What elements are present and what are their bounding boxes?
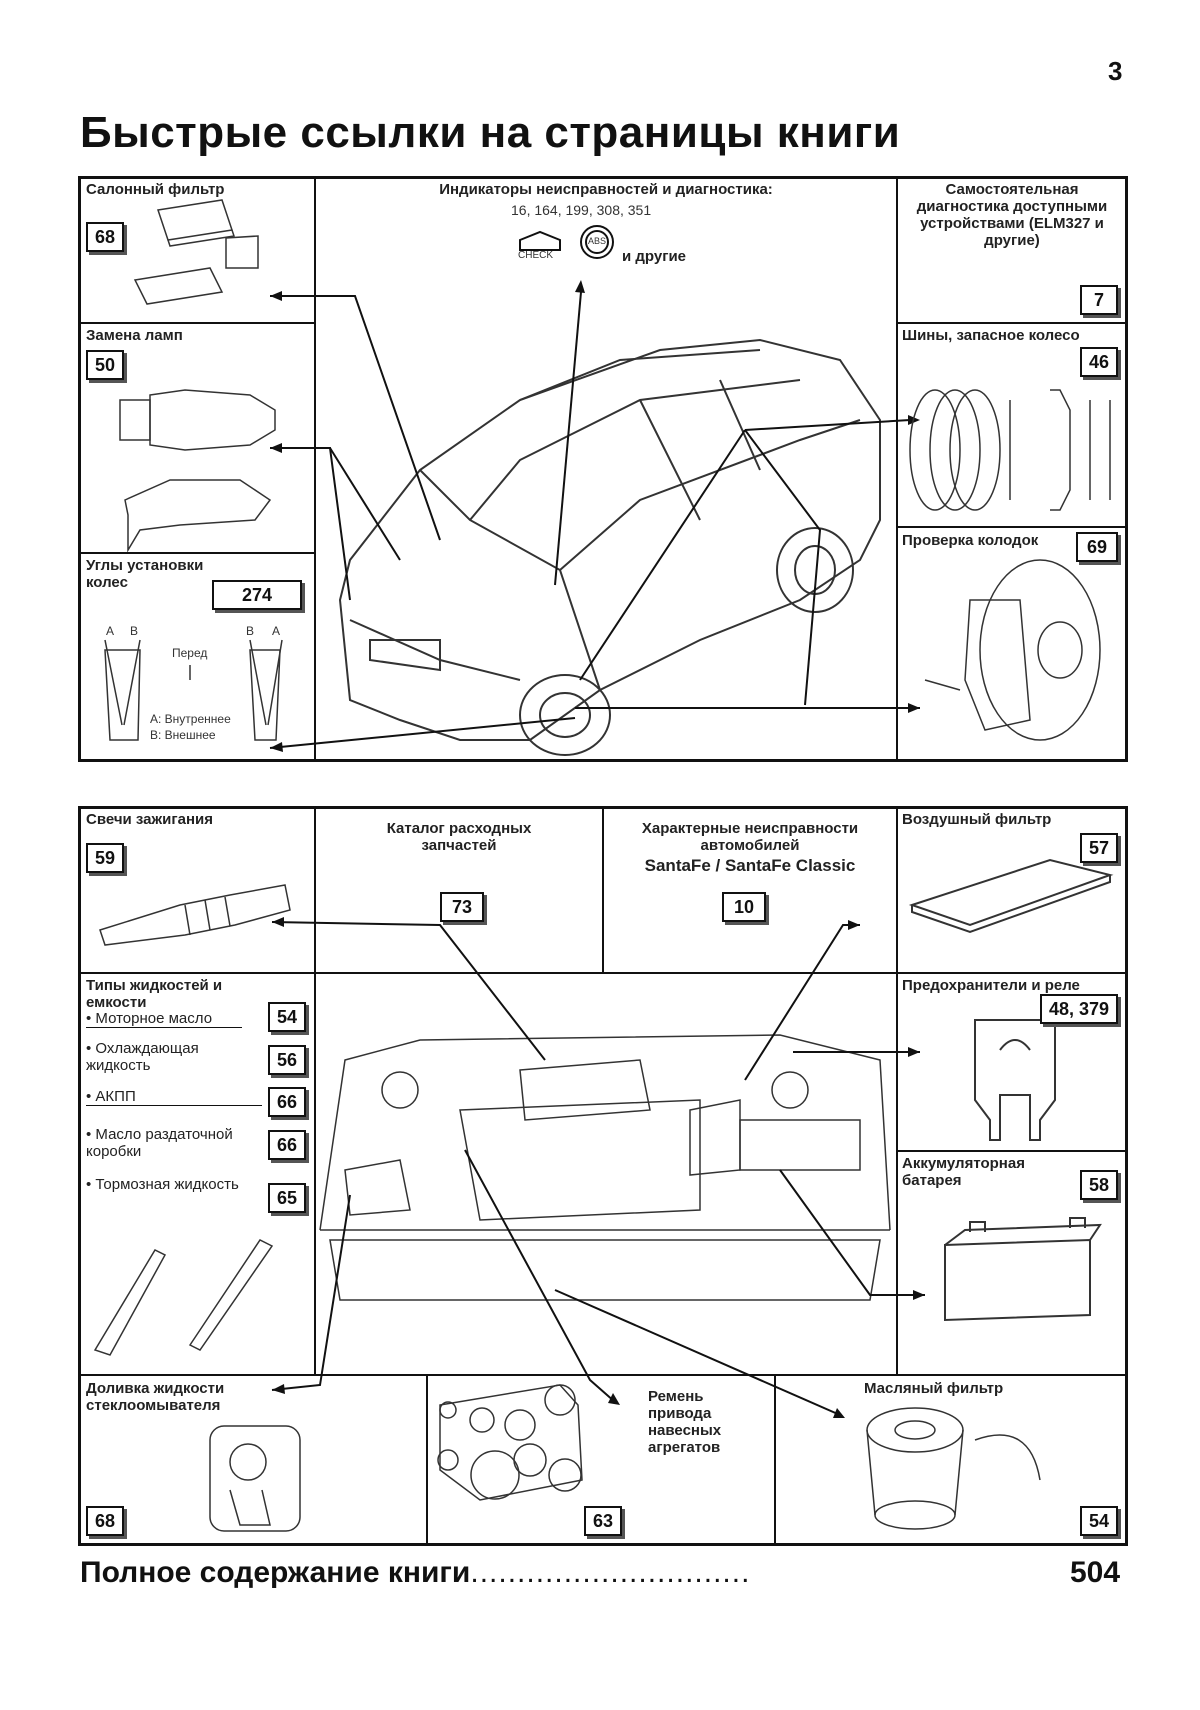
cabin-filter-page[interactable]: 68: [86, 222, 124, 252]
lamp-drawings: [119, 389, 276, 553]
tire-drawing: [909, 389, 1111, 511]
toc-leader: ..............................: [470, 1556, 751, 1589]
fluid-page-coolant[interactable]: 56: [268, 1045, 306, 1075]
alignment-drawing: [104, 639, 283, 741]
page-number: 3: [1108, 56, 1123, 86]
fuses-label: Предохранители и реле: [902, 977, 1080, 994]
alignment-a-left: A: [106, 624, 115, 638]
alignment-b-right: B: [246, 624, 255, 638]
toc-link[interactable]: Полное содержание книги.................…: [80, 1556, 750, 1590]
brake-drawing: [924, 559, 1101, 741]
car-illustration: [338, 338, 881, 756]
abs-icon: ABS: [588, 236, 607, 246]
cabin-filter-label: Салонный фильтр: [86, 181, 225, 198]
fluid-item-transfer-case-oil: • Масло раздаточной коробки: [86, 1126, 233, 1160]
washer-page[interactable]: 68: [86, 1506, 124, 1536]
alignment-outer: B: Внешнее: [150, 728, 216, 742]
fluid-item-atf: • АКПП: [86, 1088, 262, 1106]
toc-label: Полное содержание книги: [80, 1556, 471, 1589]
alignment-page[interactable]: 274: [212, 580, 302, 610]
spark-plugs-page[interactable]: 59: [86, 843, 124, 873]
alignment-inner: A: Внутреннее: [150, 712, 231, 726]
fluids-label: Типы жидкостей и емкости: [86, 977, 223, 1011]
toc-page[interactable]: 504: [1070, 1556, 1121, 1589]
lamps-page[interactable]: 50: [86, 350, 124, 380]
washer-label: Доливка жидкости стеклоомывателя: [86, 1380, 225, 1414]
cell-fluids: [78, 972, 316, 1376]
fluid-item-brake-fluid: • Тормозная жидкость: [86, 1176, 239, 1193]
indicators-others: и другие: [622, 248, 687, 265]
check-engine-icon: CHECK: [518, 250, 554, 261]
oil-filter-page[interactable]: 54: [1080, 1506, 1118, 1536]
washer-drawing: [209, 1425, 301, 1532]
cell-engine: [314, 972, 898, 1376]
cell-alignment: [78, 552, 316, 762]
belt-drawing: [437, 1384, 583, 1501]
alignment-a-right: A: [272, 624, 281, 638]
alignment-label: Углы установки колес: [86, 557, 204, 591]
alignment-front: Перед: [172, 646, 208, 660]
fluid-item-engine-oil: • Моторное масло: [86, 1010, 242, 1028]
battery-page[interactable]: 58: [1080, 1170, 1118, 1200]
pads-label: Проверка колодок: [902, 532, 1039, 549]
fluid-name: Охлаждающая жидкость: [86, 1040, 199, 1074]
engine-bay-drawing: [319, 1034, 891, 1301]
catalog-label: Каталог расходных запчастей: [386, 820, 532, 854]
cell-air-filter: [896, 806, 1128, 974]
battery-drawing: [944, 1217, 1102, 1322]
belt-page[interactable]: 63: [584, 1506, 622, 1536]
fluid-page-atf[interactable]: 66: [268, 1087, 306, 1117]
oil-filter-drawing: [866, 1407, 1041, 1530]
spark-plug-drawing: [99, 884, 291, 946]
alignment-b-left: B: [130, 624, 139, 638]
fluid-item-coolant: • Охлаждающая жидкость: [86, 1040, 199, 1074]
self-diag-page[interactable]: 7: [1080, 285, 1118, 315]
fluid-page-brake-fluid[interactable]: 65: [268, 1183, 306, 1213]
faults-models: SantaFe / SantaFe Classic: [644, 856, 856, 875]
oil-filter-label: Масляный фильтр: [864, 1380, 1004, 1397]
indicators-pages: 16, 164, 199, 308, 351: [511, 202, 652, 218]
pads-page[interactable]: 69: [1076, 532, 1118, 562]
cabin-filter-drawing: [133, 199, 259, 305]
cell-oil-filter: [774, 1374, 1128, 1546]
fluid-name: АКПП: [95, 1088, 136, 1105]
spark-plugs-label: Свечи зажигания: [86, 811, 214, 828]
air-filter-label: Воздушный фильтр: [902, 811, 1052, 828]
fluid-name: Моторное масло: [95, 1010, 213, 1027]
catalog-page[interactable]: 73: [440, 892, 484, 922]
faults-page[interactable]: 10: [722, 892, 766, 922]
dipstick-drawing: [93, 1239, 274, 1356]
fluid-name: Масло раздаточной коробки: [86, 1126, 233, 1160]
faults-label: Характерные неисправности автомобилей: [641, 820, 859, 854]
fuses-page[interactable]: 48, 379: [1040, 994, 1118, 1024]
tires-label: Шины, запасное колесо: [902, 327, 1080, 344]
tires-page[interactable]: 46: [1080, 347, 1118, 377]
cell-spark-plugs: [78, 806, 316, 974]
cell-pads: [896, 526, 1128, 762]
indicators-label: Индикаторы неисправностей и диагностика:: [439, 181, 773, 198]
fluid-name: Тормозная жидкость: [95, 1176, 239, 1193]
air-filter-drawing: [908, 858, 1114, 934]
indicator-icons: [519, 225, 614, 259]
self-diag-label: Самостоятельная диагностика доступными у…: [916, 181, 1108, 249]
lamps-label: Замена ламп: [86, 327, 183, 344]
fluid-page-transfer-case-oil[interactable]: 66: [268, 1130, 306, 1160]
air-filter-page[interactable]: 57: [1080, 833, 1118, 863]
belt-label: Ремень привода навесных агрегатов: [648, 1388, 722, 1456]
fluid-page-engine-oil[interactable]: 54: [268, 1002, 306, 1032]
page-title: Быстрые ссылки на страницы книги: [80, 108, 901, 157]
fuse-drawing: [974, 1019, 1056, 1141]
battery-label: Аккумуляторная батарея: [902, 1155, 1025, 1189]
